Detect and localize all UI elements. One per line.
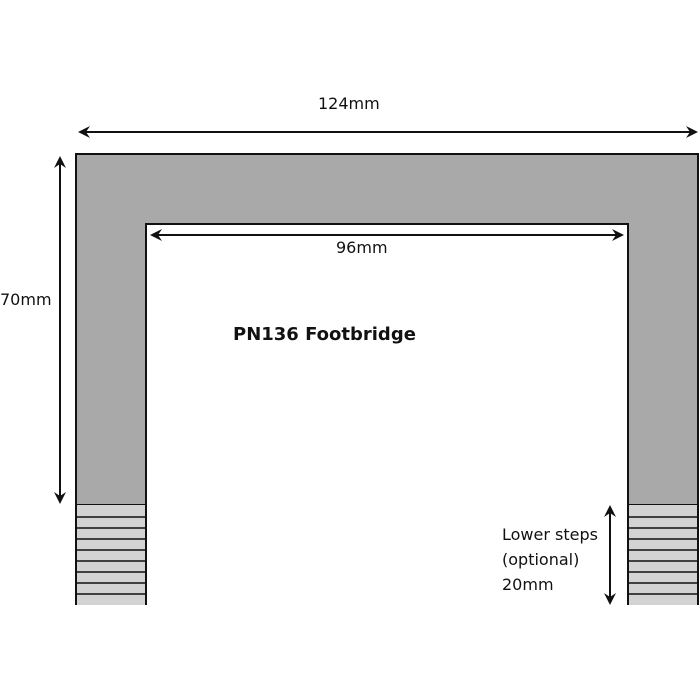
steps-note: Lower steps (optional) 20mm [502, 522, 598, 597]
steps-note-line1: Lower steps [502, 525, 598, 544]
right-steps [627, 505, 699, 605]
overall-width-label: 124mm [318, 94, 380, 113]
steps-note-line2: (optional) [502, 550, 580, 569]
left-steps [75, 505, 147, 605]
height-label: 70mm [0, 290, 54, 309]
inner-width-label: 96mm [336, 238, 388, 257]
steps-note-line3: 20mm [502, 575, 554, 594]
diagram-title: PN136 Footbridge [233, 324, 416, 345]
